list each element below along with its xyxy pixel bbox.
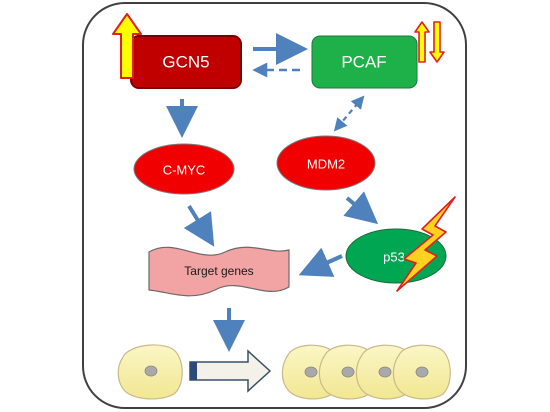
gcn5-up-arrow-icon: [112, 13, 142, 79]
mdm2-node: MDM2: [276, 135, 376, 191]
mdm2-to-p53-arrow: [343, 191, 379, 225]
pcaf-label: PCAF: [341, 53, 386, 72]
gcn5-node: GCN5: [130, 35, 242, 89]
cmyc-to-target-arrow: [183, 204, 215, 247]
pcaf-up-down-arrows-icon: [414, 21, 445, 63]
target-genes-label: Target genes: [184, 264, 253, 278]
cmyc-node: C-MYC: [133, 143, 235, 195]
pcaf-mdm2-dashed-arrow: [333, 95, 365, 132]
pcaf-node: PCAF: [311, 35, 418, 89]
p53-lightning-bolt-icon: [396, 196, 456, 292]
p53-to-target-arrow: [298, 247, 343, 277]
p53-label: p53: [383, 250, 405, 265]
target-genes-node: Target genes: [148, 246, 290, 297]
proliferation-arrow-icon: [189, 349, 272, 393]
single-cell: [117, 344, 183, 400]
cmyc-label: C-MYC: [163, 163, 206, 178]
proliferated-cells: [281, 344, 451, 400]
mdm2-label: MDM2: [307, 157, 345, 172]
diagram-frame: [82, 2, 467, 409]
cell: [392, 344, 451, 400]
gcn5-label: GCN5: [162, 53, 209, 72]
